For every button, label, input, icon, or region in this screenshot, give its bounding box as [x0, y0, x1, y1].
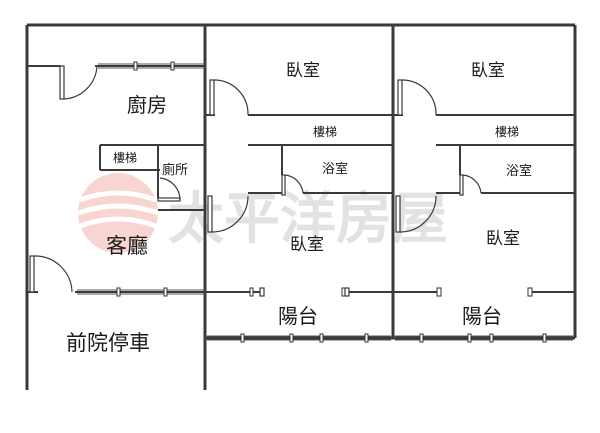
- room-label-balcony-right: 陽台: [462, 304, 502, 328]
- doors: [29, 65, 482, 297]
- room-label-stairs-right: 樓梯: [495, 124, 519, 139]
- room-label-living: 客廳: [106, 234, 148, 258]
- watermark-logo: [77, 173, 159, 253]
- room-label-bedroom-top-mid: 臥室: [286, 61, 320, 81]
- room-label-bedroom-mid: 臥室: [290, 235, 324, 255]
- room-label-stairs-mid: 樓梯: [313, 124, 337, 139]
- room-label-bath-mid: 浴室: [322, 161, 348, 177]
- room-label-balcony-mid: 陽台: [278, 304, 318, 328]
- walls: [25, 23, 577, 390]
- room-label-front-yard-parking: 前院停車: [66, 331, 150, 355]
- room-label-bath-right: 浴室: [506, 163, 532, 179]
- room-label-toilet: 廁所: [162, 162, 188, 178]
- watermark-text: 太平洋房屋: [168, 186, 448, 252]
- room-label-bedroom-top-right: 臥室: [471, 61, 505, 81]
- room-label-kitchen: 廚房: [127, 93, 167, 117]
- room-label-stairs-left: 樓梯: [113, 150, 137, 165]
- room-label-bedroom-right: 臥室: [486, 229, 520, 249]
